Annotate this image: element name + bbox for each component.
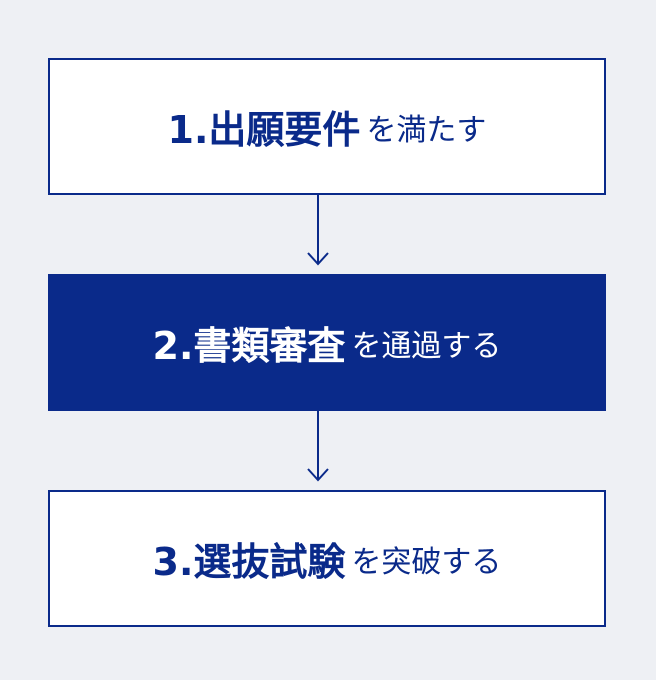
flow-step-2: 2.書類審査 を通過する (48, 274, 606, 411)
down-arrow-icon (307, 411, 329, 482)
step-3-strong-text: 3.選抜試験 (152, 540, 346, 584)
flow-step-1: 1.出願要件 を満たす (48, 58, 606, 195)
step-1-strong-text: 1.出願要件 (167, 108, 361, 152)
flow-step-3: 3.選抜試験 を突破する (48, 490, 606, 627)
step-2-light-text: を通過する (351, 328, 502, 364)
step-1-light-text: を満たす (366, 112, 487, 148)
step-3-light-text: を突破する (351, 544, 502, 580)
step-2-strong-text: 2.書類審査 (152, 324, 346, 368)
down-arrow-icon (307, 195, 329, 266)
